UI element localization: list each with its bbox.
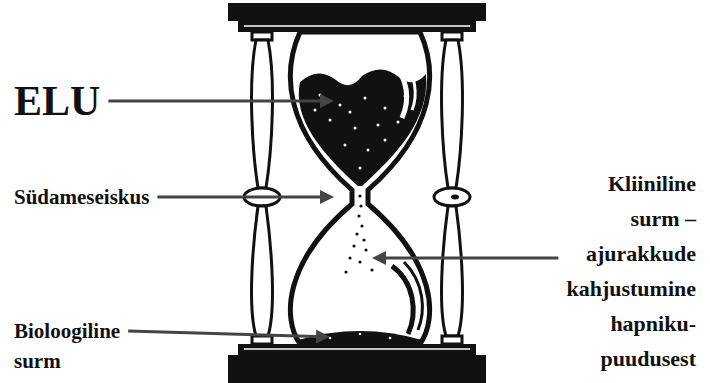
leader-arrow [157,190,334,204]
life-label: ELU [14,78,100,124]
top-plate [228,3,486,21]
leader-line [128,331,316,337]
falling-sand [344,194,373,273]
right-pillar [434,32,470,344]
cardiac-arrest-label: Südameseiskus [14,183,149,211]
bottom-plate [228,355,486,383]
clinical-death-label: Kliiniline surm – ajurakkude kahjustumin… [566,166,696,376]
sand-dots [314,94,407,170]
leader-line [386,257,558,260]
leader-line [157,196,320,199]
left-pillar [244,32,280,344]
arrow-head [320,190,334,204]
leader-arrow [108,94,334,108]
arrow-head [316,330,330,344]
arrow-head [372,251,386,265]
leader-arrow [128,330,330,344]
glass-outline [290,32,429,344]
biological-death-label: Bioloogiline surm [14,316,120,376]
arrow-head [320,94,334,108]
leader-arrow [372,251,558,265]
leader-line [108,100,320,103]
